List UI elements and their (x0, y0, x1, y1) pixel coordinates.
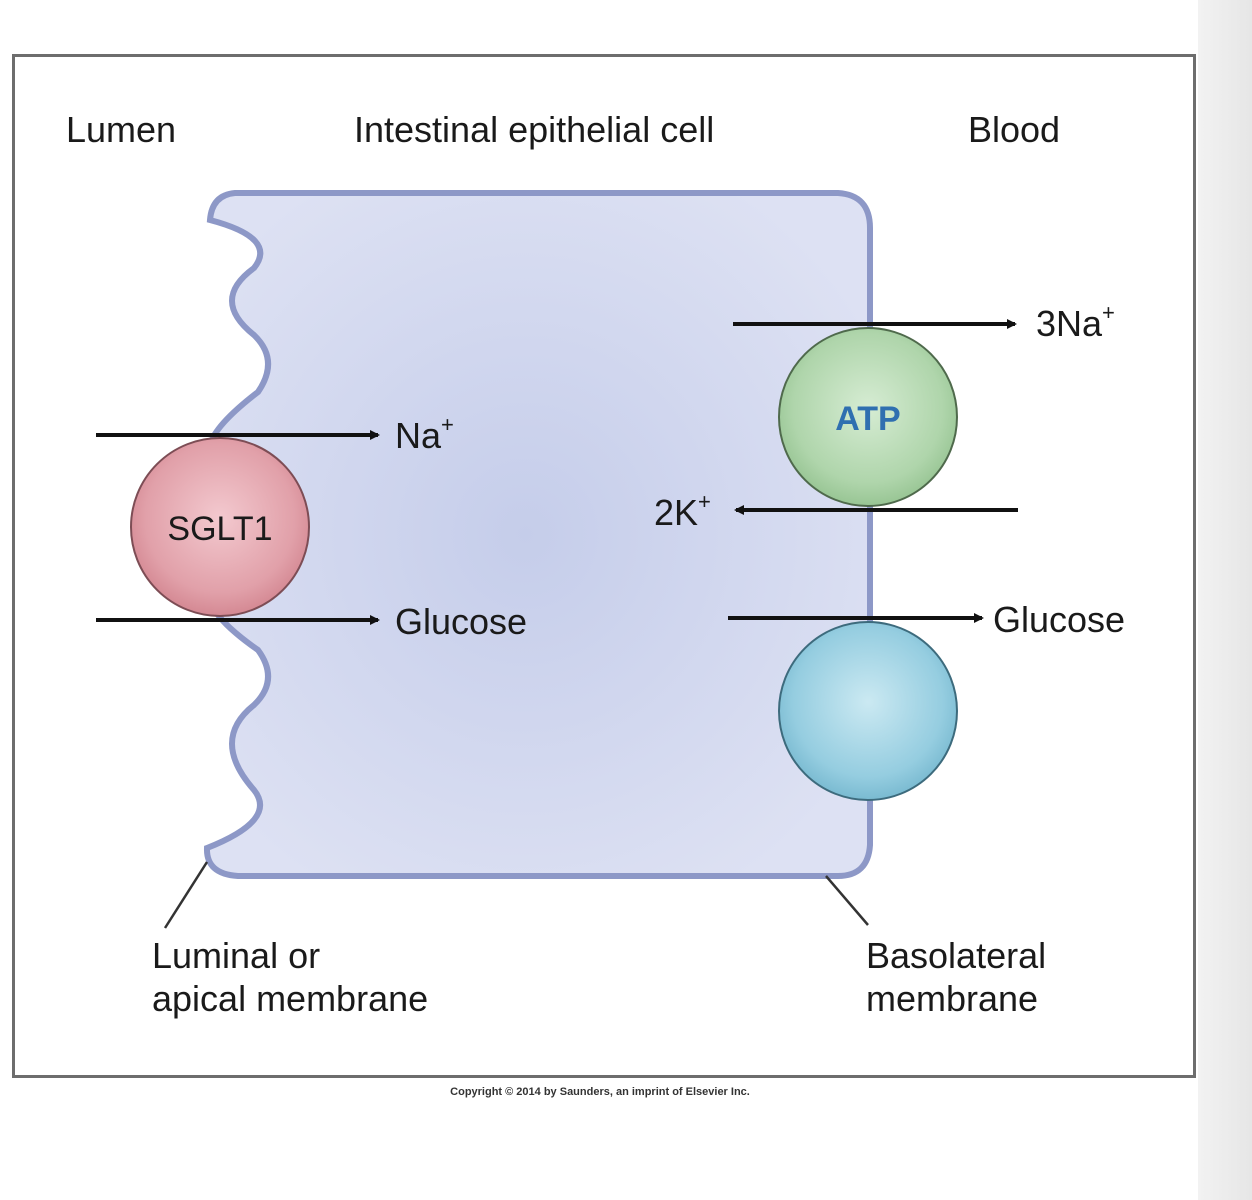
copyright-notice: Copyright © 2014 by Saunders, an imprint… (450, 1086, 750, 1098)
basolateral-membrane-label-line2: membrane (866, 978, 1038, 1019)
glucose-uniporter (778, 621, 958, 801)
basolateral-glucose-label: Glucose (993, 599, 1125, 640)
pump-k-label: 2K+ (654, 489, 711, 533)
basolateral-leader-line (825, 875, 869, 926)
apical-na-label: Na+ (395, 412, 454, 456)
atp-label: ATP (835, 400, 900, 438)
cell-label: Intestinal epithelial cell (354, 109, 714, 150)
epithelial-cell-body (204, 190, 873, 879)
side-strip (1198, 0, 1252, 1200)
apical-glucose-label: Glucose (395, 601, 527, 642)
lumen-label: Lumen (66, 109, 176, 150)
blood-label: Blood (968, 109, 1060, 150)
sglt1-transporter (130, 437, 310, 617)
sglt1-label: SGLT1 (167, 510, 272, 548)
na-k-atpase-pump (778, 327, 958, 507)
pump-na-label: 3Na+ (1036, 300, 1115, 344)
apical-leader-line (163, 861, 209, 929)
apical-membrane-label-line2: apical membrane (152, 978, 428, 1019)
basolateral-membrane-label-line1: Basolateral (866, 935, 1046, 976)
apical-membrane-label-line1: Luminal or (152, 935, 320, 976)
